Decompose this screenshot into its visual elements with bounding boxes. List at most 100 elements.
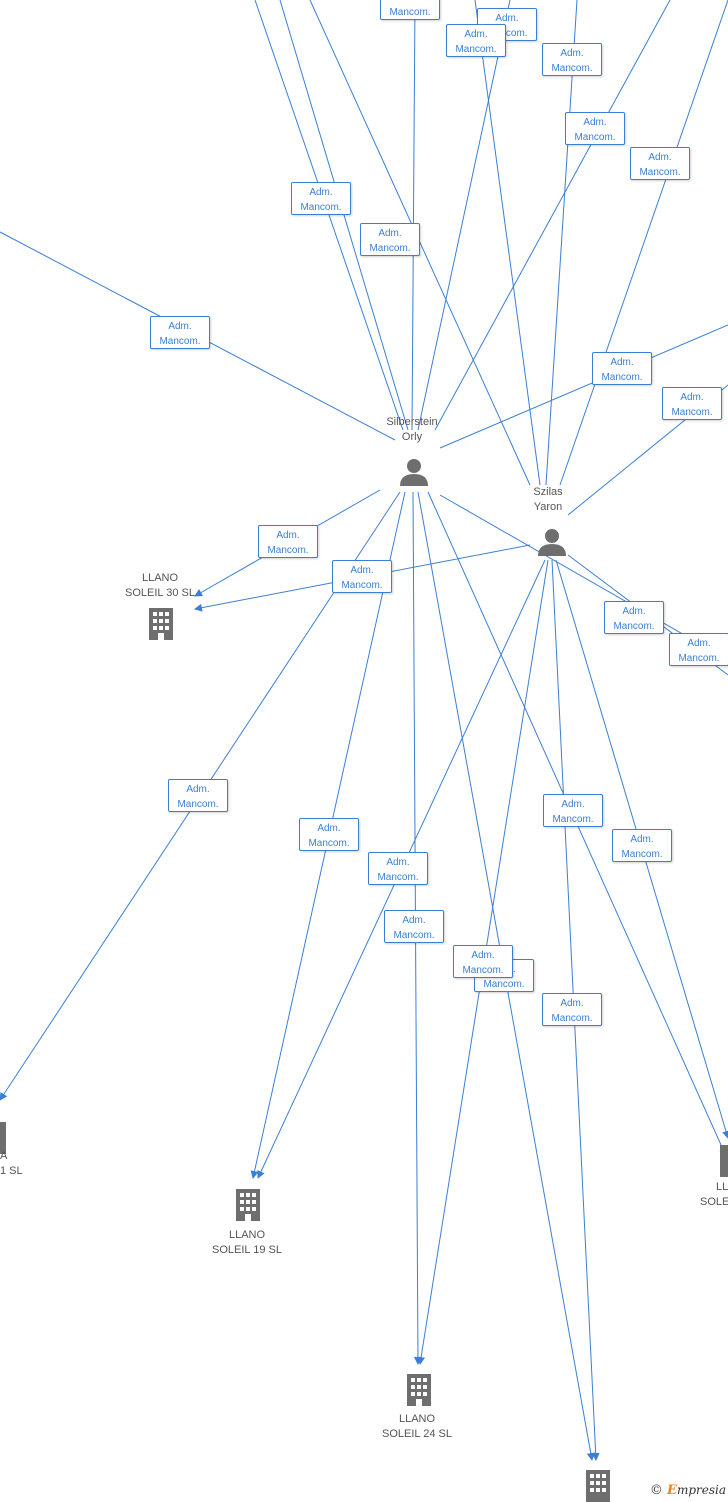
role-label-line2: Mancom. bbox=[341, 580, 383, 591]
building-icon[interactable] bbox=[145, 606, 177, 640]
role-label[interactable]: Adm. Mancom. bbox=[669, 633, 728, 666]
role-label[interactable]: Adm.Mancom. bbox=[543, 794, 603, 827]
role-label-line2: Mancom. bbox=[551, 63, 593, 74]
role-label-line2: Mancom. bbox=[678, 653, 720, 664]
edge bbox=[417, 0, 511, 431]
person-icon[interactable] bbox=[536, 526, 568, 558]
role-label-line1: Adm. bbox=[560, 48, 584, 59]
role-label-line1: Adm. bbox=[378, 228, 402, 239]
company-name-line2: SOLEIL 19 SL bbox=[212, 1244, 282, 1256]
role-label[interactable]: Adm.Mancom. bbox=[380, 0, 440, 20]
role-label-line1: Adm. bbox=[464, 29, 488, 40]
role-label[interactable]: Adm. Mancom. bbox=[542, 993, 602, 1026]
edge bbox=[434, 0, 671, 431]
edge bbox=[439, 494, 728, 661]
role-label-line1: Adm. bbox=[317, 823, 341, 834]
person-label-szilas[interactable]: Szilas Yaron bbox=[508, 485, 588, 515]
building-icon[interactable] bbox=[582, 1468, 614, 1502]
role-label-line2: Mancom. bbox=[486, 28, 528, 39]
empresia-logo-e: E bbox=[667, 1483, 677, 1498]
role-label-line1: Adm. bbox=[648, 152, 672, 163]
company-label-soleil24[interactable]: LLANO SOLEIL 24 SL bbox=[370, 1412, 464, 1442]
edge bbox=[559, 0, 728, 486]
edge bbox=[474, 0, 541, 486]
company-label-soleil30[interactable]: LLANO SOLEIL 30 SL bbox=[115, 571, 205, 601]
role-label-line1: Adm. bbox=[495, 13, 519, 24]
role-label-line1: Adm. bbox=[622, 606, 646, 617]
role-label[interactable]: Adm.Mancom. bbox=[604, 601, 664, 634]
role-label[interactable]: Adm. Mancom. bbox=[542, 43, 602, 76]
edge bbox=[279, 0, 409, 431]
role-label-line1: Adm. bbox=[630, 834, 654, 845]
role-label-line1: Adm. bbox=[560, 998, 584, 1009]
role-label-line1: Adm. bbox=[309, 187, 333, 198]
role-label-line2: Mancom. bbox=[601, 372, 643, 383]
role-label[interactable]: Adm. Mancom. bbox=[662, 387, 722, 420]
role-label-line2: Mancom. bbox=[621, 849, 663, 860]
role-label[interactable]: Adm. Mancom. bbox=[291, 182, 351, 215]
company-name-line1: LL bbox=[716, 1181, 728, 1193]
role-label-line1: Adm. bbox=[386, 857, 410, 868]
role-label[interactable]: Adm.Mancom. bbox=[384, 910, 444, 943]
role-label-line2: Mancom. bbox=[159, 336, 201, 347]
role-label[interactable]: Adm. Mancom. bbox=[258, 525, 318, 558]
role-label-line2: Mancom. bbox=[308, 838, 350, 849]
edge bbox=[545, 0, 578, 486]
role-label-line1: Adm. bbox=[350, 565, 374, 576]
role-label-line2: Mancom. bbox=[267, 545, 309, 556]
role-label-line2: Mancom. bbox=[369, 243, 411, 254]
company-label-right-cut[interactable]: LL SOLE bbox=[700, 1180, 728, 1210]
company-label-left-cut[interactable]: A 1 SL bbox=[0, 1149, 24, 1179]
role-label[interactable]: Adm.Mancom. bbox=[168, 779, 228, 812]
role-label[interactable]: Adm. Mancom. bbox=[453, 945, 513, 978]
role-label-line2: Mancom. bbox=[389, 7, 431, 18]
role-label[interactable]: Adm.Mancom. bbox=[630, 147, 690, 180]
company-label-soleil19[interactable]: LLANO SOLEIL 19 SL bbox=[200, 1228, 294, 1258]
role-label[interactable]: Adm.Mancom. bbox=[565, 112, 625, 145]
role-label[interactable]: Adm. Mancom. bbox=[592, 352, 652, 385]
role-label-line1: Adm. bbox=[687, 638, 711, 649]
role-label-line2: Mancom. bbox=[177, 799, 219, 810]
building-icon[interactable] bbox=[403, 1372, 435, 1406]
copyright-symbol: © bbox=[649, 1483, 663, 1498]
edge bbox=[411, 0, 416, 431]
role-label-line2: Mancom. bbox=[462, 965, 504, 976]
company-name-line2: 1 SL bbox=[0, 1165, 23, 1177]
edge bbox=[254, 0, 404, 431]
person-icon[interactable] bbox=[398, 456, 430, 488]
role-label-line2: Mancom. bbox=[551, 1013, 593, 1024]
role-label[interactable]: Adm. Mancom. bbox=[299, 818, 359, 851]
role-label-line2: Mancom. bbox=[300, 202, 342, 213]
role-label[interactable]: Adm. Mancom. bbox=[368, 852, 428, 885]
role-label-line1: Adm. bbox=[276, 530, 300, 541]
copyright-footer: © Empresia bbox=[650, 1483, 726, 1498]
building-icon[interactable] bbox=[232, 1187, 264, 1221]
role-label-line1: Adm. bbox=[402, 915, 426, 926]
role-label-line1: Adm. bbox=[680, 392, 704, 403]
role-label-line1: Adm. bbox=[168, 321, 192, 332]
role-label-line1: Adm. bbox=[610, 357, 634, 368]
role-label-line2: Mancom. bbox=[455, 44, 497, 55]
person-label-silberstein[interactable]: Silberstein Orly bbox=[368, 415, 456, 445]
person-name-line1: Szilas bbox=[533, 486, 563, 498]
role-label-line1: Adm. bbox=[561, 799, 585, 810]
edge bbox=[439, 324, 728, 449]
role-label[interactable]: Adm. Mancom. bbox=[446, 24, 506, 57]
company-name-line1: LLANO bbox=[228, 1229, 266, 1241]
company-name-line1: LLANO bbox=[141, 572, 179, 584]
person-name-line1: Silberstein bbox=[386, 416, 438, 428]
role-label[interactable]: Adm. Mancom. bbox=[612, 829, 672, 862]
edge bbox=[309, 0, 531, 486]
building-icon[interactable] bbox=[716, 1143, 728, 1177]
company-name-line2: SOLEIL 24 SL bbox=[382, 1428, 452, 1440]
role-label[interactable]: Adm. Mancom. bbox=[150, 316, 210, 349]
building-icon[interactable] bbox=[0, 1120, 10, 1154]
role-label-line2: Mancom. bbox=[671, 407, 713, 418]
role-label-line2: Mancom. bbox=[574, 132, 616, 143]
role-label-line1: Adm. bbox=[471, 950, 495, 961]
company-name-line2: SOLEIL 30 SL bbox=[125, 587, 195, 599]
role-label[interactable]: Adm. Mancom. bbox=[360, 223, 420, 256]
empresia-logo-text: mpresia bbox=[676, 1483, 726, 1497]
role-label[interactable]: Adm. Mancom. bbox=[332, 560, 392, 593]
role-label-line2: Mancom. bbox=[377, 872, 419, 883]
